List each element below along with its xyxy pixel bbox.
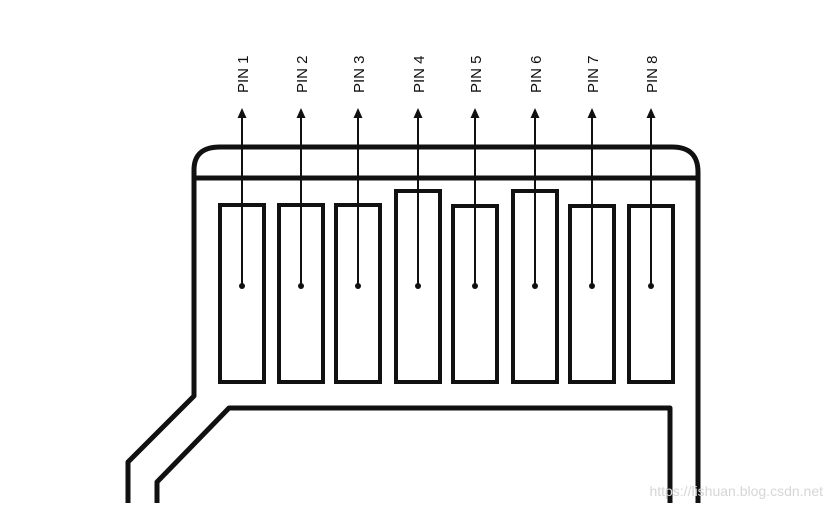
pin-3: PIN 3 bbox=[334, 55, 382, 384]
pin-label-2: PIN 2 bbox=[294, 55, 311, 93]
pin-label-6: PIN 6 bbox=[528, 55, 545, 93]
pin-dot-5 bbox=[472, 283, 478, 289]
pin-label-3: PIN 3 bbox=[351, 55, 368, 93]
pin-dot-4 bbox=[415, 283, 421, 289]
pin-label-1: PIN 1 bbox=[235, 55, 252, 93]
pin-arrow-5 bbox=[470, 108, 480, 118]
pin-arrow-1 bbox=[237, 108, 247, 118]
pin-dot-7 bbox=[589, 283, 595, 289]
pin-arrow-4 bbox=[413, 108, 423, 118]
connector-body bbox=[125, 144, 701, 503]
pin-label-8: PIN 8 bbox=[644, 55, 661, 93]
pin-arrow-7 bbox=[587, 108, 597, 118]
watermark-text: https://lishuan.blog.csdn.net bbox=[649, 483, 823, 499]
pin-dot-6 bbox=[532, 283, 538, 289]
pin-2: PIN 2 bbox=[277, 55, 325, 384]
pin-label-5: PIN 5 bbox=[468, 55, 485, 93]
pin-8: PIN 8 bbox=[627, 55, 675, 384]
pin-arrow-3 bbox=[353, 108, 363, 118]
connector-inner-outline bbox=[154, 405, 673, 503]
pin-dot-1 bbox=[239, 283, 245, 289]
pins-layer: PIN 1 PIN 2 PIN 3 PIN 4 PIN 5 PIN 6 PIN 7 PIN 8 bbox=[218, 55, 675, 384]
pin-1: PIN 1 bbox=[218, 55, 266, 384]
pin-dot-8 bbox=[648, 283, 654, 289]
pin-dot-2 bbox=[298, 283, 304, 289]
pin-label-4: PIN 4 bbox=[411, 55, 428, 93]
pin-6: PIN 6 bbox=[511, 55, 559, 384]
pin-7: PIN 7 bbox=[568, 55, 616, 384]
pin-label-7: PIN 7 bbox=[585, 55, 602, 93]
pin-arrow-8 bbox=[646, 108, 656, 118]
pin-5: PIN 5 bbox=[451, 55, 499, 384]
pin-dot-3 bbox=[355, 283, 361, 289]
pin-arrow-6 bbox=[530, 108, 540, 118]
pin-4: PIN 4 bbox=[394, 55, 442, 384]
connector-outer-outline bbox=[125, 144, 701, 503]
pin-arrow-2 bbox=[296, 108, 306, 118]
